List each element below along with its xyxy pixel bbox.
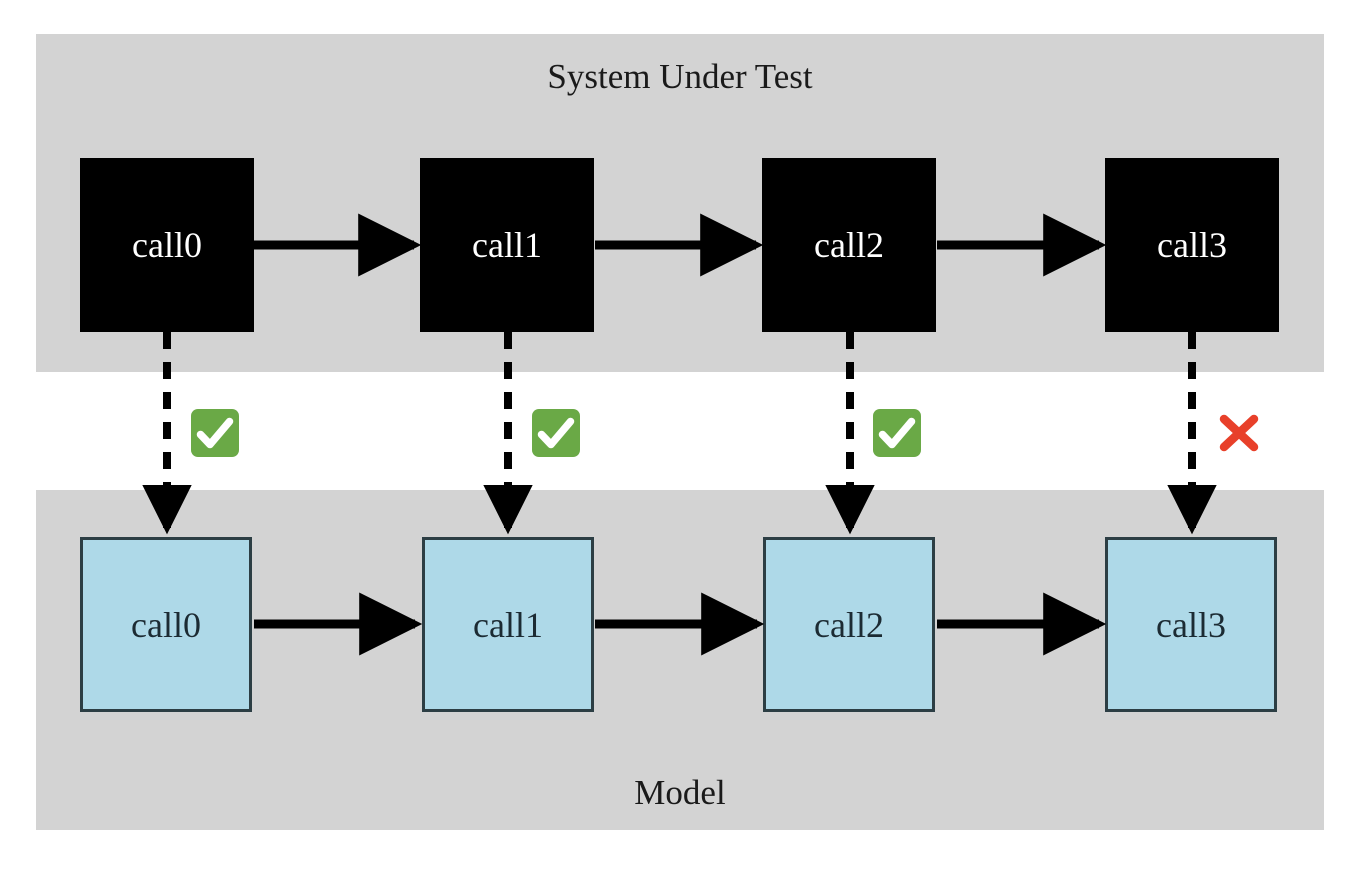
- sut-node-call3[interactable]: call3: [1105, 158, 1279, 332]
- model-node-call2-label: call2: [814, 604, 884, 645]
- sut-node-call1-label: call1: [472, 225, 542, 265]
- model-node-call0[interactable]: call0: [80, 537, 252, 712]
- sut-node-call2[interactable]: call2: [762, 158, 936, 332]
- sut-node-call0[interactable]: call0: [80, 158, 254, 332]
- check-mark-icon: [190, 408, 240, 458]
- check-mark-icon: [531, 408, 581, 458]
- sut-node-call2-label: call2: [814, 225, 884, 265]
- sut-node-call3-label: call3: [1157, 225, 1227, 265]
- sut-node-call0-label: call0: [132, 225, 202, 265]
- sut-node-call1[interactable]: call1: [420, 158, 594, 332]
- model-node-call1[interactable]: call1: [422, 537, 594, 712]
- check-mark-icon: [872, 408, 922, 458]
- model-node-call2[interactable]: call2: [763, 537, 935, 712]
- system-under-test-title: System Under Test: [547, 57, 813, 96]
- model-node-call1-label: call1: [473, 604, 543, 645]
- model-node-call0-label: call0: [131, 604, 201, 645]
- model-node-call3-label: call3: [1156, 604, 1226, 645]
- cross-mark-icon: [1214, 408, 1264, 458]
- model-title: Model: [634, 773, 726, 812]
- model-node-call3[interactable]: call3: [1105, 537, 1277, 712]
